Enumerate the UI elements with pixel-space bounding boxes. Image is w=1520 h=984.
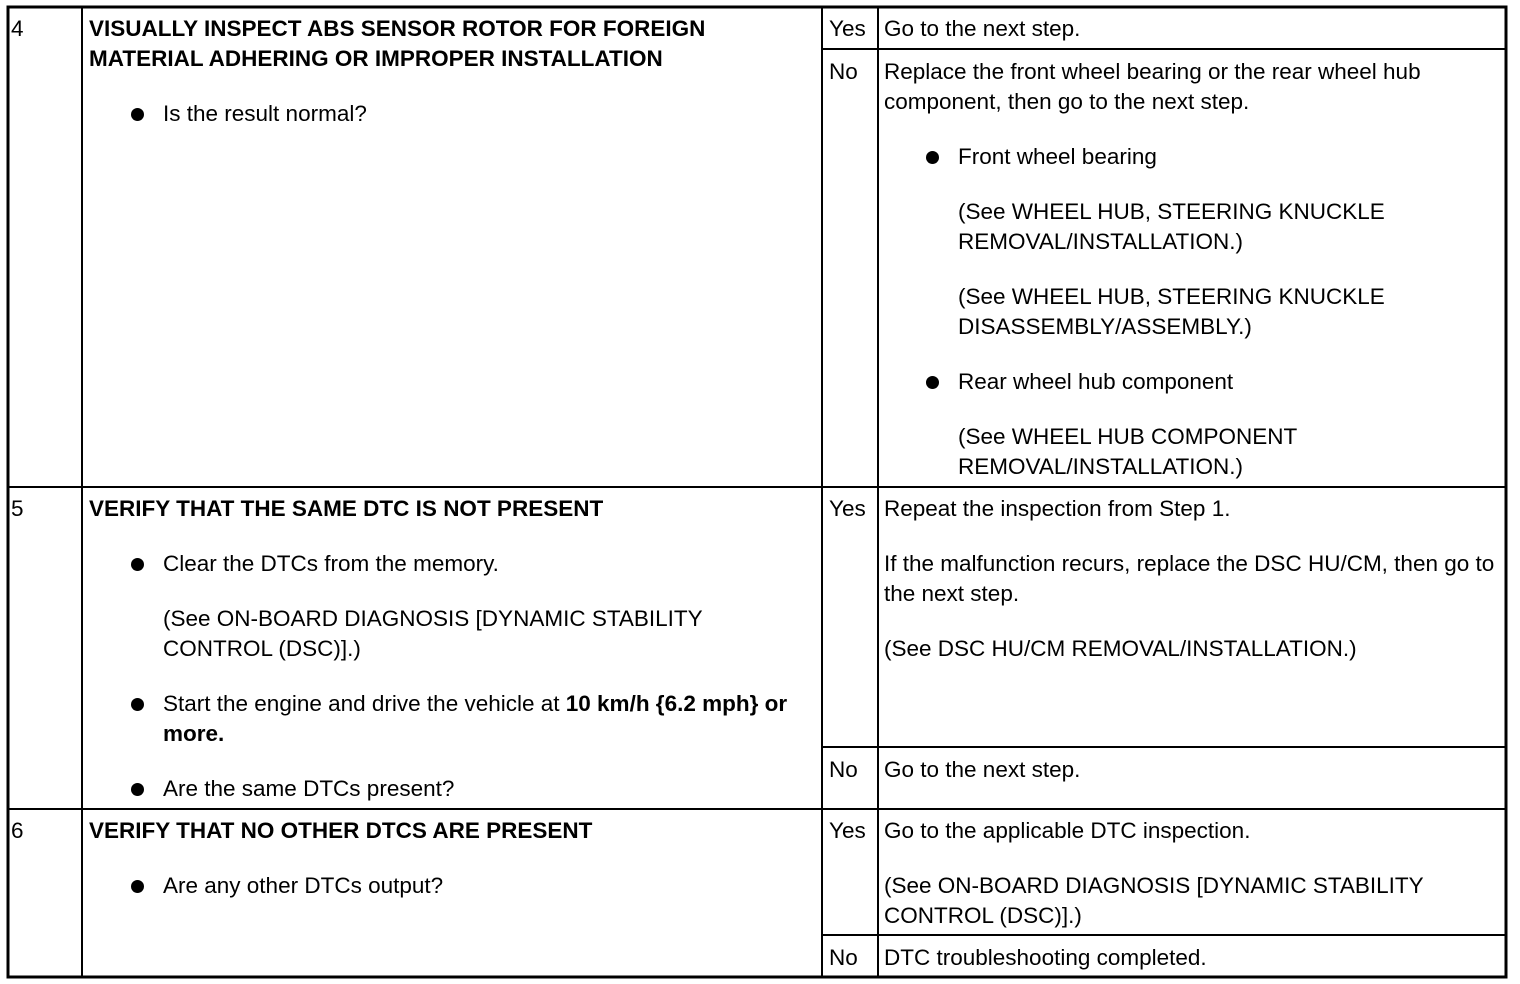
yes-action: Go to the applicable DTC inspection. (Se… bbox=[884, 816, 1502, 931]
reference-text: (See ON-BOARD DIAGNOSIS [DYNAMIC STABILI… bbox=[884, 873, 1424, 928]
bullet-icon bbox=[131, 558, 144, 571]
yes-action-text: Repeat the inspection from Step 1. bbox=[884, 496, 1231, 521]
bullet-text: Front wheel bearing bbox=[958, 144, 1157, 169]
bullet-text: Are any other DTCs output? bbox=[163, 873, 444, 898]
no-action: DTC troubleshooting completed. bbox=[884, 945, 1207, 970]
reference-text: (See WHEEL HUB COMPONENT REMOVAL/INSTALL… bbox=[958, 424, 1297, 479]
yes-label: Yes bbox=[829, 496, 866, 521]
bullet-emphasis: 10 km/h {6.2 mph} or more. bbox=[163, 691, 788, 746]
step-number: 5 bbox=[11, 496, 24, 521]
step-number: 6 bbox=[11, 818, 24, 843]
reference-text: (See WHEEL HUB, STEERING KNUCKLE REMOVAL… bbox=[958, 199, 1385, 254]
no-label: No bbox=[829, 757, 858, 782]
yes-action: Go to the next step. bbox=[884, 16, 1081, 41]
yes-action-text: If the malfunction recurs, replace the D… bbox=[884, 551, 1495, 606]
yes-label: Yes bbox=[829, 16, 866, 41]
step-title: VISUALLY INSPECT ABS SENSOR ROTOR FOR FO… bbox=[89, 16, 706, 71]
step-5-content: VERIFY THAT THE SAME DTC IS NOT PRESENT … bbox=[89, 494, 814, 804]
no-action-text: Replace the front wheel bearing or the r… bbox=[884, 59, 1421, 114]
bullet-icon bbox=[926, 151, 939, 164]
step-4-content: VISUALLY INSPECT ABS SENSOR ROTOR FOR FO… bbox=[89, 14, 814, 129]
bullet-item: Clear the DTCs from the memory. bbox=[89, 549, 814, 579]
yes-label: Yes bbox=[829, 818, 866, 843]
yes-action-text: Go to the applicable DTC inspection. bbox=[884, 818, 1251, 843]
bullet-item: Start the engine and drive the vehicle a… bbox=[89, 689, 814, 749]
bullet-item: Rear wheel hub component bbox=[884, 367, 1502, 397]
reference-text: (See ON-BOARD DIAGNOSIS [DYNAMIC STABILI… bbox=[163, 606, 703, 661]
bullet-text: Clear the DTCs from the memory. bbox=[163, 551, 499, 576]
bullet-item: Are the same DTCs present? bbox=[89, 774, 814, 804]
bullet-item: Front wheel bearing bbox=[884, 142, 1502, 172]
bullet-text: Is the result normal? bbox=[163, 101, 367, 126]
bullet-icon bbox=[131, 698, 144, 711]
no-action: Go to the next step. bbox=[884, 757, 1081, 782]
bullet-text: Start the engine and drive the vehicle a… bbox=[163, 691, 566, 716]
bullet-icon bbox=[926, 376, 939, 389]
table-outer-border bbox=[6, 5, 1508, 979]
bullet-item: Is the result normal? bbox=[89, 99, 814, 129]
bullet-icon bbox=[131, 880, 144, 893]
step-title: VERIFY THAT THE SAME DTC IS NOT PRESENT bbox=[89, 496, 604, 521]
bullet-text: Rear wheel hub component bbox=[958, 369, 1234, 394]
bullet-text: Are the same DTCs present? bbox=[163, 776, 455, 801]
reference-text: (See WHEEL HUB, STEERING KNUCKLE DISASSE… bbox=[958, 284, 1385, 339]
step-title: VERIFY THAT NO OTHER DTCS ARE PRESENT bbox=[89, 818, 593, 843]
step-6-content: VERIFY THAT NO OTHER DTCS ARE PRESENT Ar… bbox=[89, 816, 814, 901]
yes-action: Repeat the inspection from Step 1. If th… bbox=[884, 494, 1502, 664]
bullet-icon bbox=[131, 783, 144, 796]
no-action: Replace the front wheel bearing or the r… bbox=[884, 57, 1502, 482]
bullet-item: Are any other DTCs output? bbox=[89, 871, 814, 901]
no-label: No bbox=[829, 59, 858, 84]
bullet-icon bbox=[131, 108, 144, 121]
step-number: 4 bbox=[11, 16, 24, 41]
no-label: No bbox=[829, 945, 858, 970]
reference-text: (See DSC HU/CM REMOVAL/INSTALLATION.) bbox=[884, 636, 1357, 661]
